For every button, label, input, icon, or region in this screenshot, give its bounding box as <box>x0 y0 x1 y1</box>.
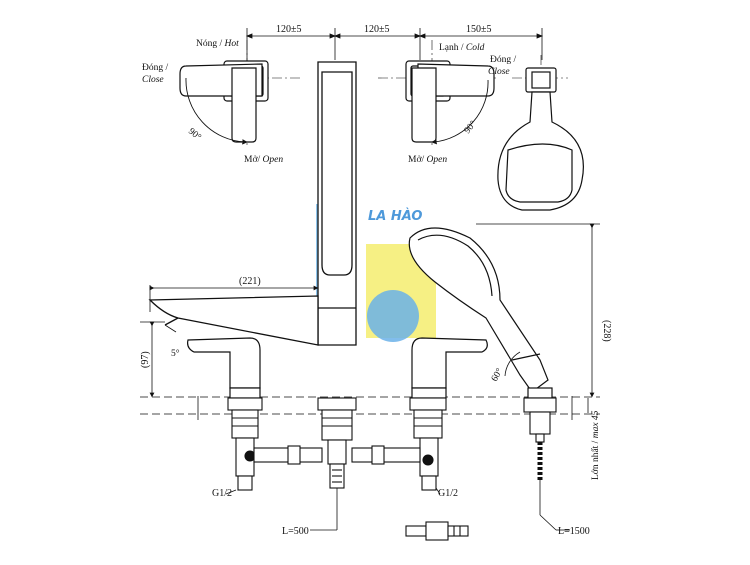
cold-valve-body <box>409 397 447 491</box>
hot-valve-body <box>227 397 263 491</box>
dim-deck-thickness: Lớn nhất / max 45 <box>590 410 601 480</box>
cold-valve-side <box>411 337 488 399</box>
dim-hose-short: L=500 <box>282 526 309 537</box>
label-close-right-en: Close <box>488 67 510 77</box>
spout-valve-body <box>317 397 357 489</box>
deck-lines <box>140 396 600 420</box>
hose-dim-lines <box>310 480 570 531</box>
label-open-left: Mở/ Open <box>244 155 283 165</box>
dim-hose-long: L=1500 <box>558 526 590 537</box>
hot-valve-side <box>187 337 261 399</box>
cold-rotation-arc <box>431 79 489 145</box>
connecting-pipes <box>253 445 421 465</box>
dim-top-1: 120±5 <box>276 24 302 35</box>
cold-handle-top-view <box>405 60 495 143</box>
dim-spout-reach: (221) <box>239 276 261 287</box>
dim-top-2: 120±5 <box>364 24 390 35</box>
label-hot: Nóng / Hot <box>196 39 239 49</box>
dim-top-3: 150±5 <box>466 24 492 35</box>
watermark-text: LA HÀO <box>368 208 422 224</box>
spout-column <box>317 61 357 346</box>
spout-arm <box>148 295 319 346</box>
shower-hose-connector <box>523 397 557 480</box>
label-angle-left: 90° <box>186 126 203 143</box>
label-close-right-vi: Đóng / <box>490 55 516 65</box>
dim-spout-height: (97) <box>140 351 151 368</box>
hose-fitting <box>405 521 469 541</box>
dim-thread-left: G1/2 <box>212 488 232 499</box>
hot-rotation-arc <box>185 77 248 145</box>
spout-height-dim <box>140 321 177 398</box>
label-cold: Lạnh / Cold <box>439 43 485 53</box>
label-open-right: Mở/ Open <box>408 155 447 165</box>
label-angle-spout: 5° <box>171 348 180 359</box>
label-angle-right: 90° <box>462 119 479 136</box>
dim-shower-height: (228) <box>601 320 612 342</box>
label-close-left-vi: Đóng / <box>142 63 168 73</box>
label-close-left-en: Close <box>142 75 164 85</box>
dim-thread-right: G1/2 <box>438 488 458 499</box>
hot-handle-top-view <box>179 60 269 143</box>
hand-shower-side <box>408 227 553 399</box>
label-angle-shower: 60° <box>489 366 505 383</box>
shower-holder <box>497 67 584 211</box>
